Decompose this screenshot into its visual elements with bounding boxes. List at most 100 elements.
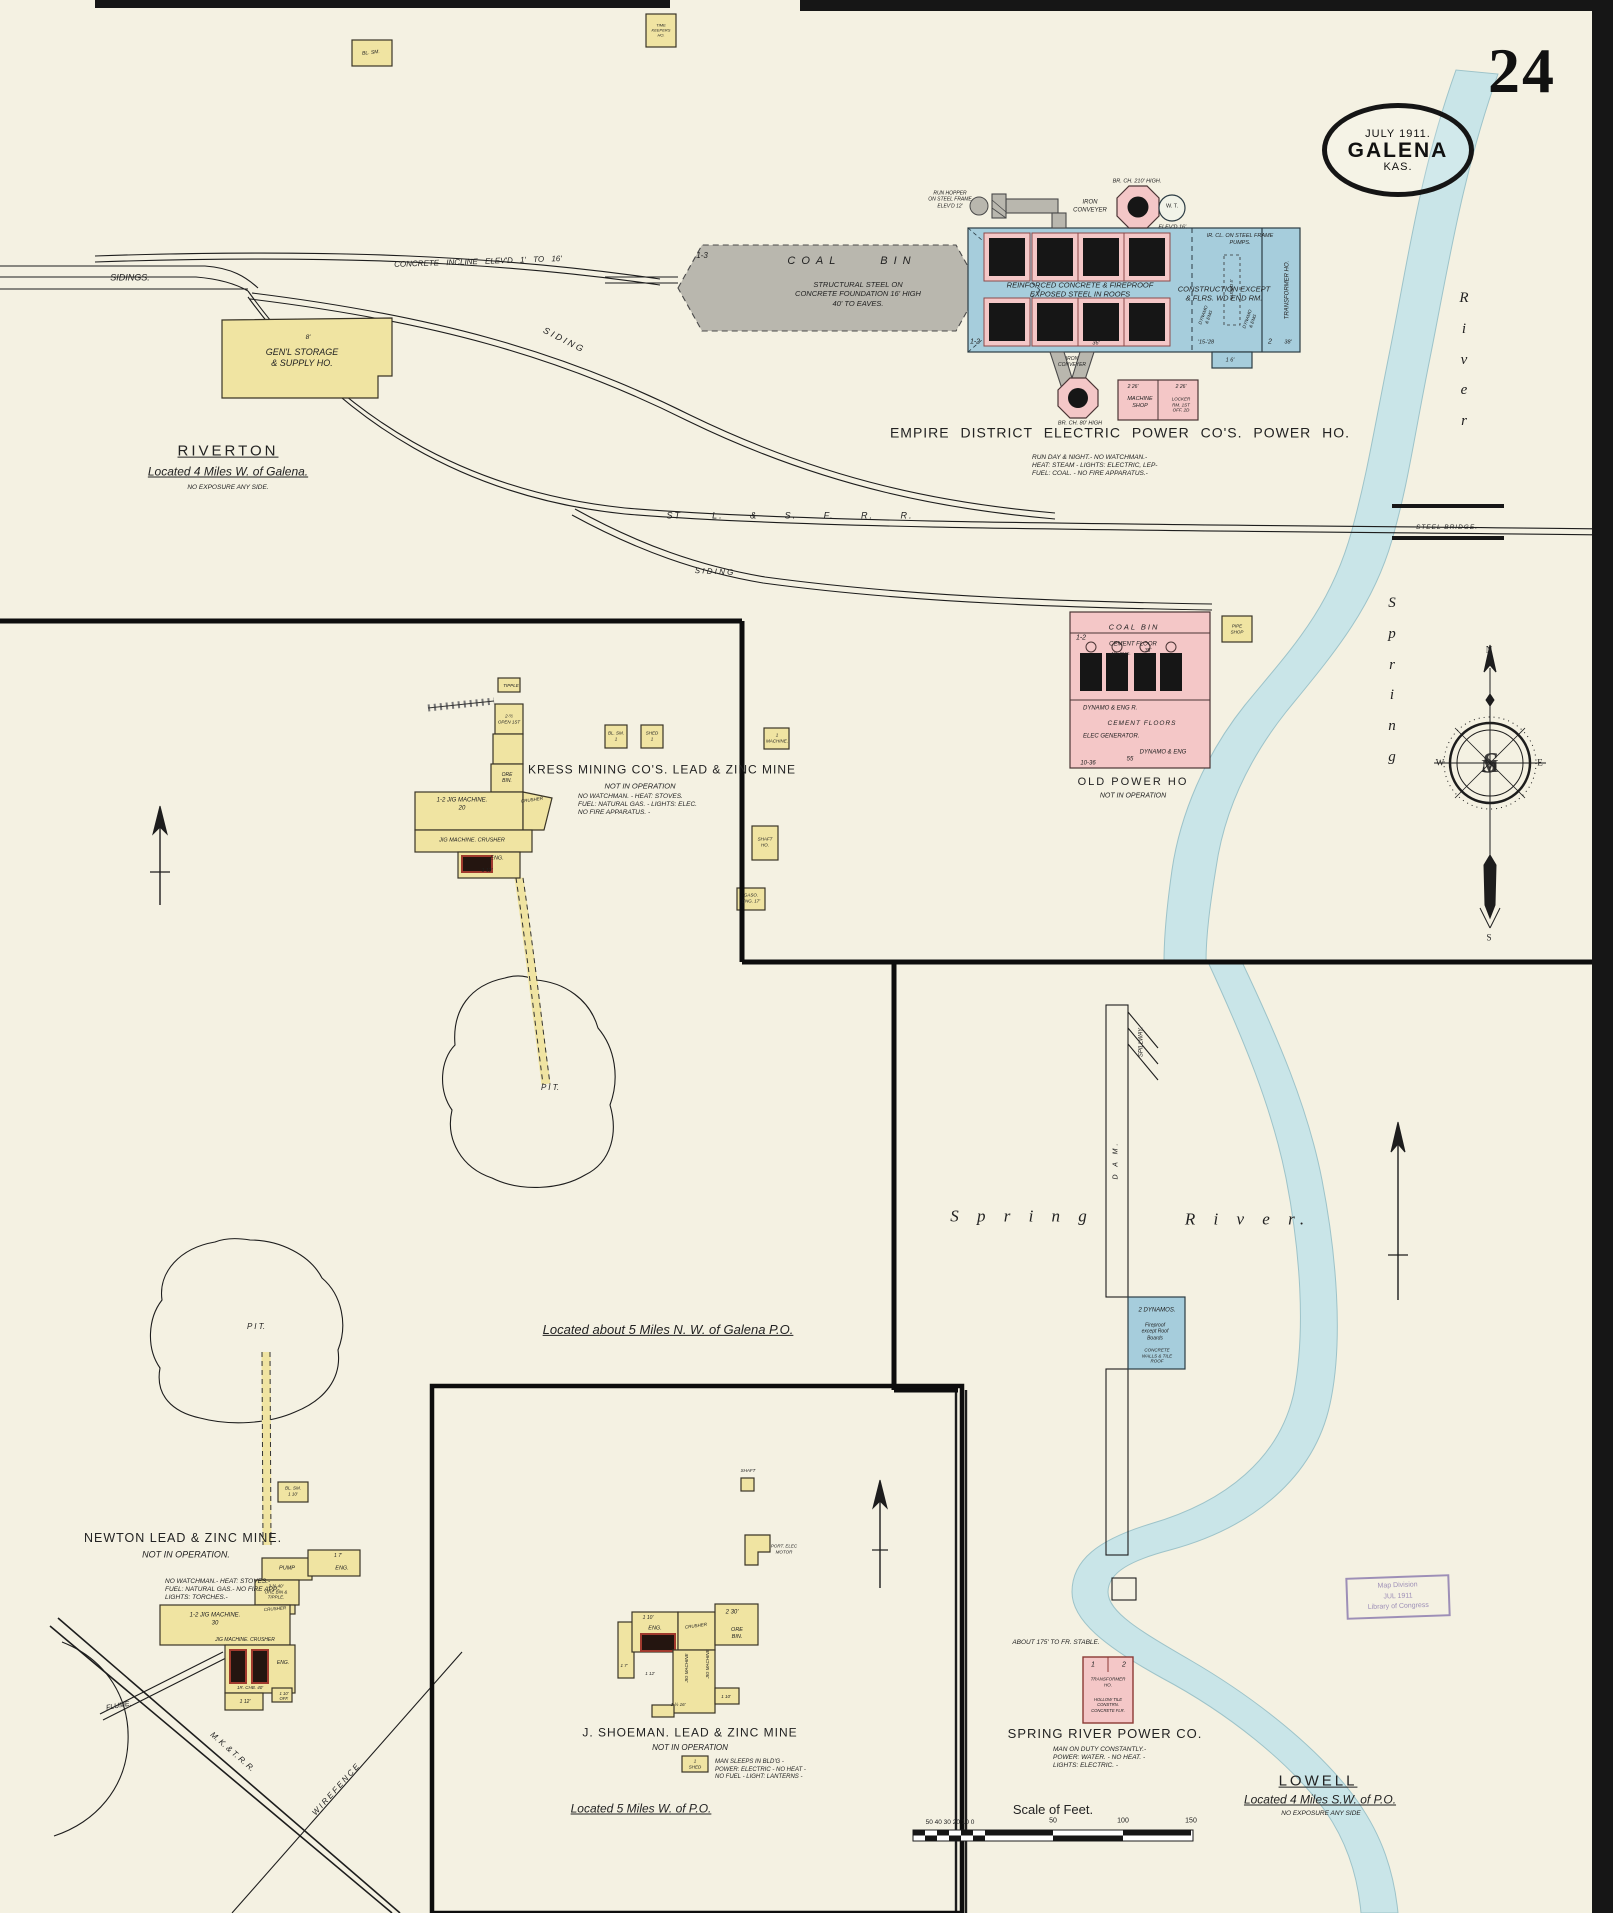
water-tank-circle bbox=[1158, 194, 1186, 222]
siding-diagonal-label: S I D I N G bbox=[541, 325, 585, 354]
inset-rules bbox=[0, 618, 1613, 1913]
newton-bl-sm: BL. SM. 1 10' bbox=[284, 1485, 302, 1496]
iron-conveyer-top: IRON CONVEYER bbox=[1073, 199, 1107, 214]
run-hopper-structure bbox=[969, 193, 1007, 219]
lowell-exposure: NO EXPOSURE ANY SIDE bbox=[1281, 1809, 1361, 1817]
kress-crusher: CRUSHER bbox=[520, 795, 544, 804]
riverton-title: RIVERTON bbox=[177, 442, 279, 460]
shoeman-shaft: SHAFT bbox=[740, 1468, 756, 1474]
scale-left-numbers: 50 40 30 20 10 0 bbox=[925, 1818, 975, 1826]
locker-dim: 2 26' bbox=[1175, 383, 1187, 390]
shoeman-17: 1 7' bbox=[620, 1663, 628, 1669]
compass-monogram-s: S bbox=[1481, 746, 1499, 780]
newton-orebin: 2-½ 40' ORE BIN & TIPPLE. bbox=[264, 1583, 288, 1600]
water-tank-elev: ELEV'D 16'. bbox=[1158, 224, 1188, 231]
old-ph-elec-gen: ELEC GENERATOR. bbox=[1083, 733, 1140, 740]
kress-eng-dim: 1 12' bbox=[481, 867, 493, 874]
shoeman-crusher: CRUSHER bbox=[684, 1621, 708, 1630]
mkt-rr-label: M. K. & T. R. R. bbox=[208, 1730, 257, 1774]
machine-shop-building bbox=[1117, 379, 1199, 421]
locker-room: LOCKER RM. 1ST OFF. 2D bbox=[1171, 396, 1191, 413]
library-stamp: Map Division JUL 1911 Library of Congres… bbox=[1345, 1574, 1451, 1620]
boiler-squares bbox=[983, 232, 1171, 347]
raised-5: RAISED 5' bbox=[1229, 279, 1235, 301]
shoeman-orebin-dim: 2 30' bbox=[725, 1609, 739, 1616]
spillway-label: SPILLWAY. bbox=[1138, 1026, 1145, 1058]
pit-1-label: P I T. bbox=[540, 1083, 560, 1092]
north-arrow-shoeman bbox=[872, 1479, 888, 1588]
general-storage-building bbox=[221, 317, 393, 399]
shoeman-1half: 1-½ 16' bbox=[670, 1702, 686, 1708]
scale-bar bbox=[912, 1829, 1194, 1842]
coal-bin-title: COAL BIN bbox=[787, 255, 917, 268]
dam-label: D A M. bbox=[1112, 1140, 1120, 1180]
river-horizontal: R i v e r. bbox=[1184, 1209, 1312, 1229]
srpc-dim-1: 1 bbox=[1091, 1661, 1095, 1669]
newton-chb: 1R. CHB. 40' bbox=[236, 1685, 264, 1691]
blacksmith-shop-top bbox=[351, 39, 393, 67]
pumps-label: IR. CL. ON STEEL FRAME PUMPS. bbox=[1206, 233, 1274, 246]
shoeman-112: 1 12' bbox=[645, 1671, 655, 1677]
old-ph-dynamo-r: DYNAMO & ENG R. bbox=[1083, 705, 1138, 712]
compass-rose bbox=[1434, 644, 1546, 929]
srpc-transformer: TRANSFORMER HO. bbox=[1090, 1676, 1126, 1687]
flume-label: FLUME. bbox=[105, 1700, 133, 1712]
steel-bridge bbox=[1392, 504, 1504, 540]
shoeman-mine-buildings bbox=[617, 1477, 771, 1773]
kress-mine-buildings bbox=[414, 677, 790, 911]
srpc-notes: MAN ON DUTY CONSTANTLY.- POWER: WATER. -… bbox=[1053, 1745, 1147, 1770]
old-ph-dynamo-2: DYNAMO & ENG bbox=[1139, 749, 1187, 756]
kress-eng: ENG. bbox=[490, 855, 504, 862]
newton-crusher: CRUSHER bbox=[263, 1605, 287, 1613]
old-ph-cement: CEMENT FLOOR bbox=[1109, 641, 1157, 648]
kress-machine: 1 MACHINE. bbox=[765, 732, 789, 743]
kress-tipple: TIPPLE bbox=[503, 683, 519, 689]
newton-title: NEWTON LEAD & ZINC MINE. bbox=[83, 1531, 283, 1546]
newton-notes: NO WATCHMAN.- HEAT: STOVES.- FUEL: NATUR… bbox=[165, 1577, 280, 1602]
compass-n: N bbox=[1485, 644, 1493, 655]
riverton-exposure: NO EXPOSURE ANY SIDE. bbox=[187, 483, 269, 491]
ph-dim-5: 38' bbox=[1284, 339, 1292, 346]
machine-shop-dim: 2 26' bbox=[1127, 383, 1139, 390]
steel-bridge: STEEL BRIDGE. bbox=[1415, 523, 1479, 531]
spring-vertical: S p r i n g bbox=[1388, 594, 1396, 765]
compass-monogram-m: M bbox=[1481, 755, 1499, 776]
kress-notes: NO WATCHMAN. - HEAT: STOVES. FUEL: NATUR… bbox=[578, 792, 697, 817]
newton-eng2: ENG. bbox=[276, 1659, 290, 1666]
empire-title: EMPIRE DISTRICT ELECTRIC POWER CO'S. POW… bbox=[889, 424, 1351, 441]
dam-structures bbox=[1082, 1004, 1186, 1724]
shoeman-located: Located 5 Miles W. of P.O. bbox=[570, 1801, 712, 1816]
kress-jig-crusher: JIG MACHINE. CRUSHER bbox=[439, 837, 505, 844]
srpc-construction: HOLLOW TILE CONSTRN. CONCRETE FLR. bbox=[1091, 1697, 1125, 1713]
kress-ore-bin: ORE BIN. bbox=[501, 771, 513, 784]
old-ph-chg: 1R. CHG. bbox=[1111, 651, 1131, 657]
time-keepers-house bbox=[645, 13, 677, 48]
newton-mine-buildings bbox=[159, 1481, 361, 1711]
scale-150: 150 bbox=[1185, 1817, 1197, 1825]
powerhouse-construction-2: CONSTRUCTION EXCEPT & FLRS. WD END RM. bbox=[1177, 284, 1271, 303]
port-elec-motor-building bbox=[744, 1534, 771, 1566]
st-l-sf-rr: ST. L. & S. F. R. R. bbox=[666, 510, 914, 521]
machine-shop: MACHINE SHOP bbox=[1127, 396, 1153, 409]
compass-w: W bbox=[1435, 757, 1445, 768]
lowell-located: Located 4 Miles S.W. of P.O. bbox=[1243, 1792, 1397, 1807]
port-elec-motor: PORT. ELEC MOTOR bbox=[770, 1543, 798, 1554]
wire-fence-label: W I R E F E N C E bbox=[310, 1762, 361, 1818]
shaft-structure bbox=[740, 1477, 755, 1492]
river-vertical-upper: R i v e r bbox=[1459, 290, 1469, 430]
kress-shed: SHED 1 bbox=[645, 730, 659, 741]
ph-annex-dim: 1 6' bbox=[1225, 357, 1235, 364]
ph-dim-3: '15-'28 bbox=[1197, 339, 1215, 346]
br-ch-80: BR. CH. 80' HIGH bbox=[1057, 420, 1103, 427]
pipe-shop: PIPE SHOP bbox=[1230, 623, 1244, 634]
sidings-label: SIDINGS. bbox=[110, 272, 150, 283]
kress-bl-sm: BL. SM. 1 bbox=[607, 730, 625, 741]
stable-note: ABOUT 175' TO FR. STABLE. bbox=[1012, 1638, 1100, 1646]
scale-100: 100 bbox=[1117, 1817, 1129, 1825]
brick-chimney-80 bbox=[1057, 377, 1099, 419]
title-badge: JULY 1911. GALENA KAS. bbox=[1322, 103, 1474, 197]
iron-conveyer-bottom: IRON CONVEYER bbox=[1057, 355, 1087, 368]
